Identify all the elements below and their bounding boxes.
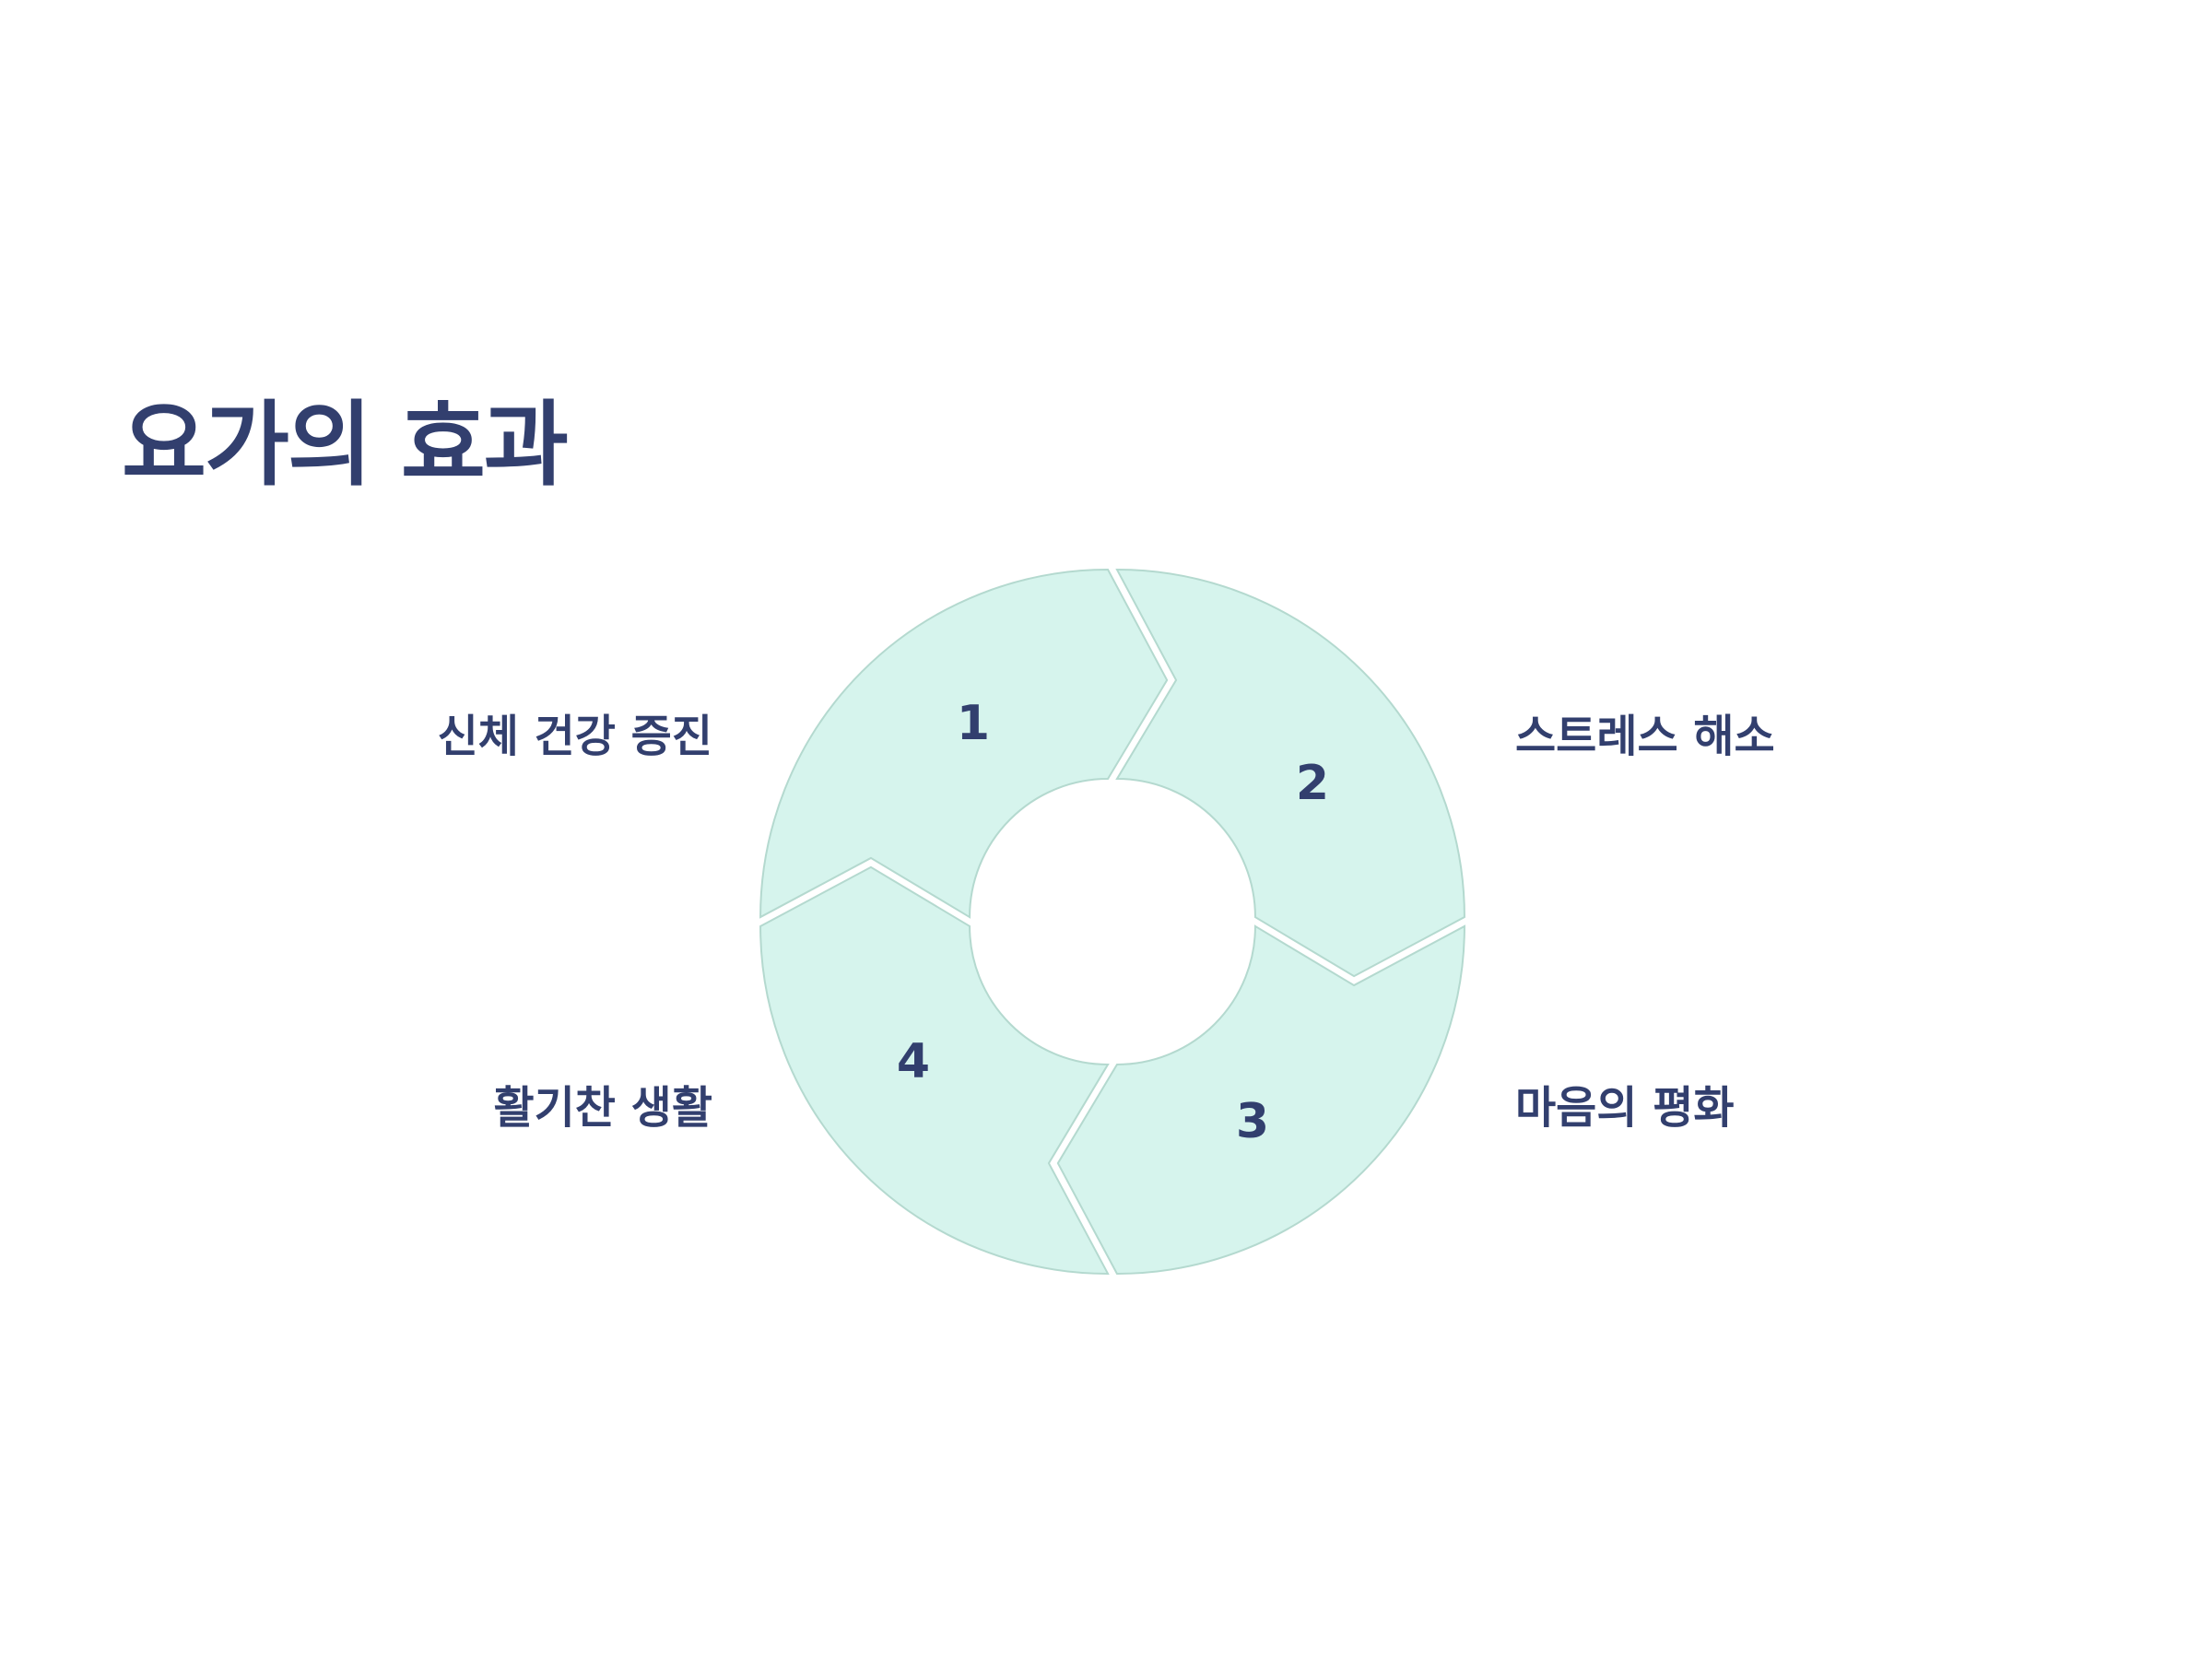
cycle-segment-2 xyxy=(1056,924,1465,1275)
segment-label-3: 마음의 평화 xyxy=(1515,1082,1735,1134)
segment-label-1: 신체 건강 증진 xyxy=(437,711,712,762)
cycle-segment-4 xyxy=(759,569,1169,919)
segment-number-1: 1 xyxy=(957,696,990,751)
segment-number-4: 4 xyxy=(897,1034,930,1089)
segment-number-3: 3 xyxy=(1236,1094,1269,1149)
segment-label-2: 스트레스 해소 xyxy=(1515,711,1775,762)
cycle-segments xyxy=(759,569,1465,1275)
cycle-segment-3 xyxy=(759,865,1110,1275)
cycle-numbers: 1 2 3 4 xyxy=(897,696,1329,1149)
segment-label-4: 활기찬 생활 xyxy=(493,1082,712,1134)
segment-number-2: 2 xyxy=(1296,756,1329,811)
cycle-segment-1 xyxy=(1115,569,1465,978)
slide-title: 요가의 효과 xyxy=(122,391,569,499)
